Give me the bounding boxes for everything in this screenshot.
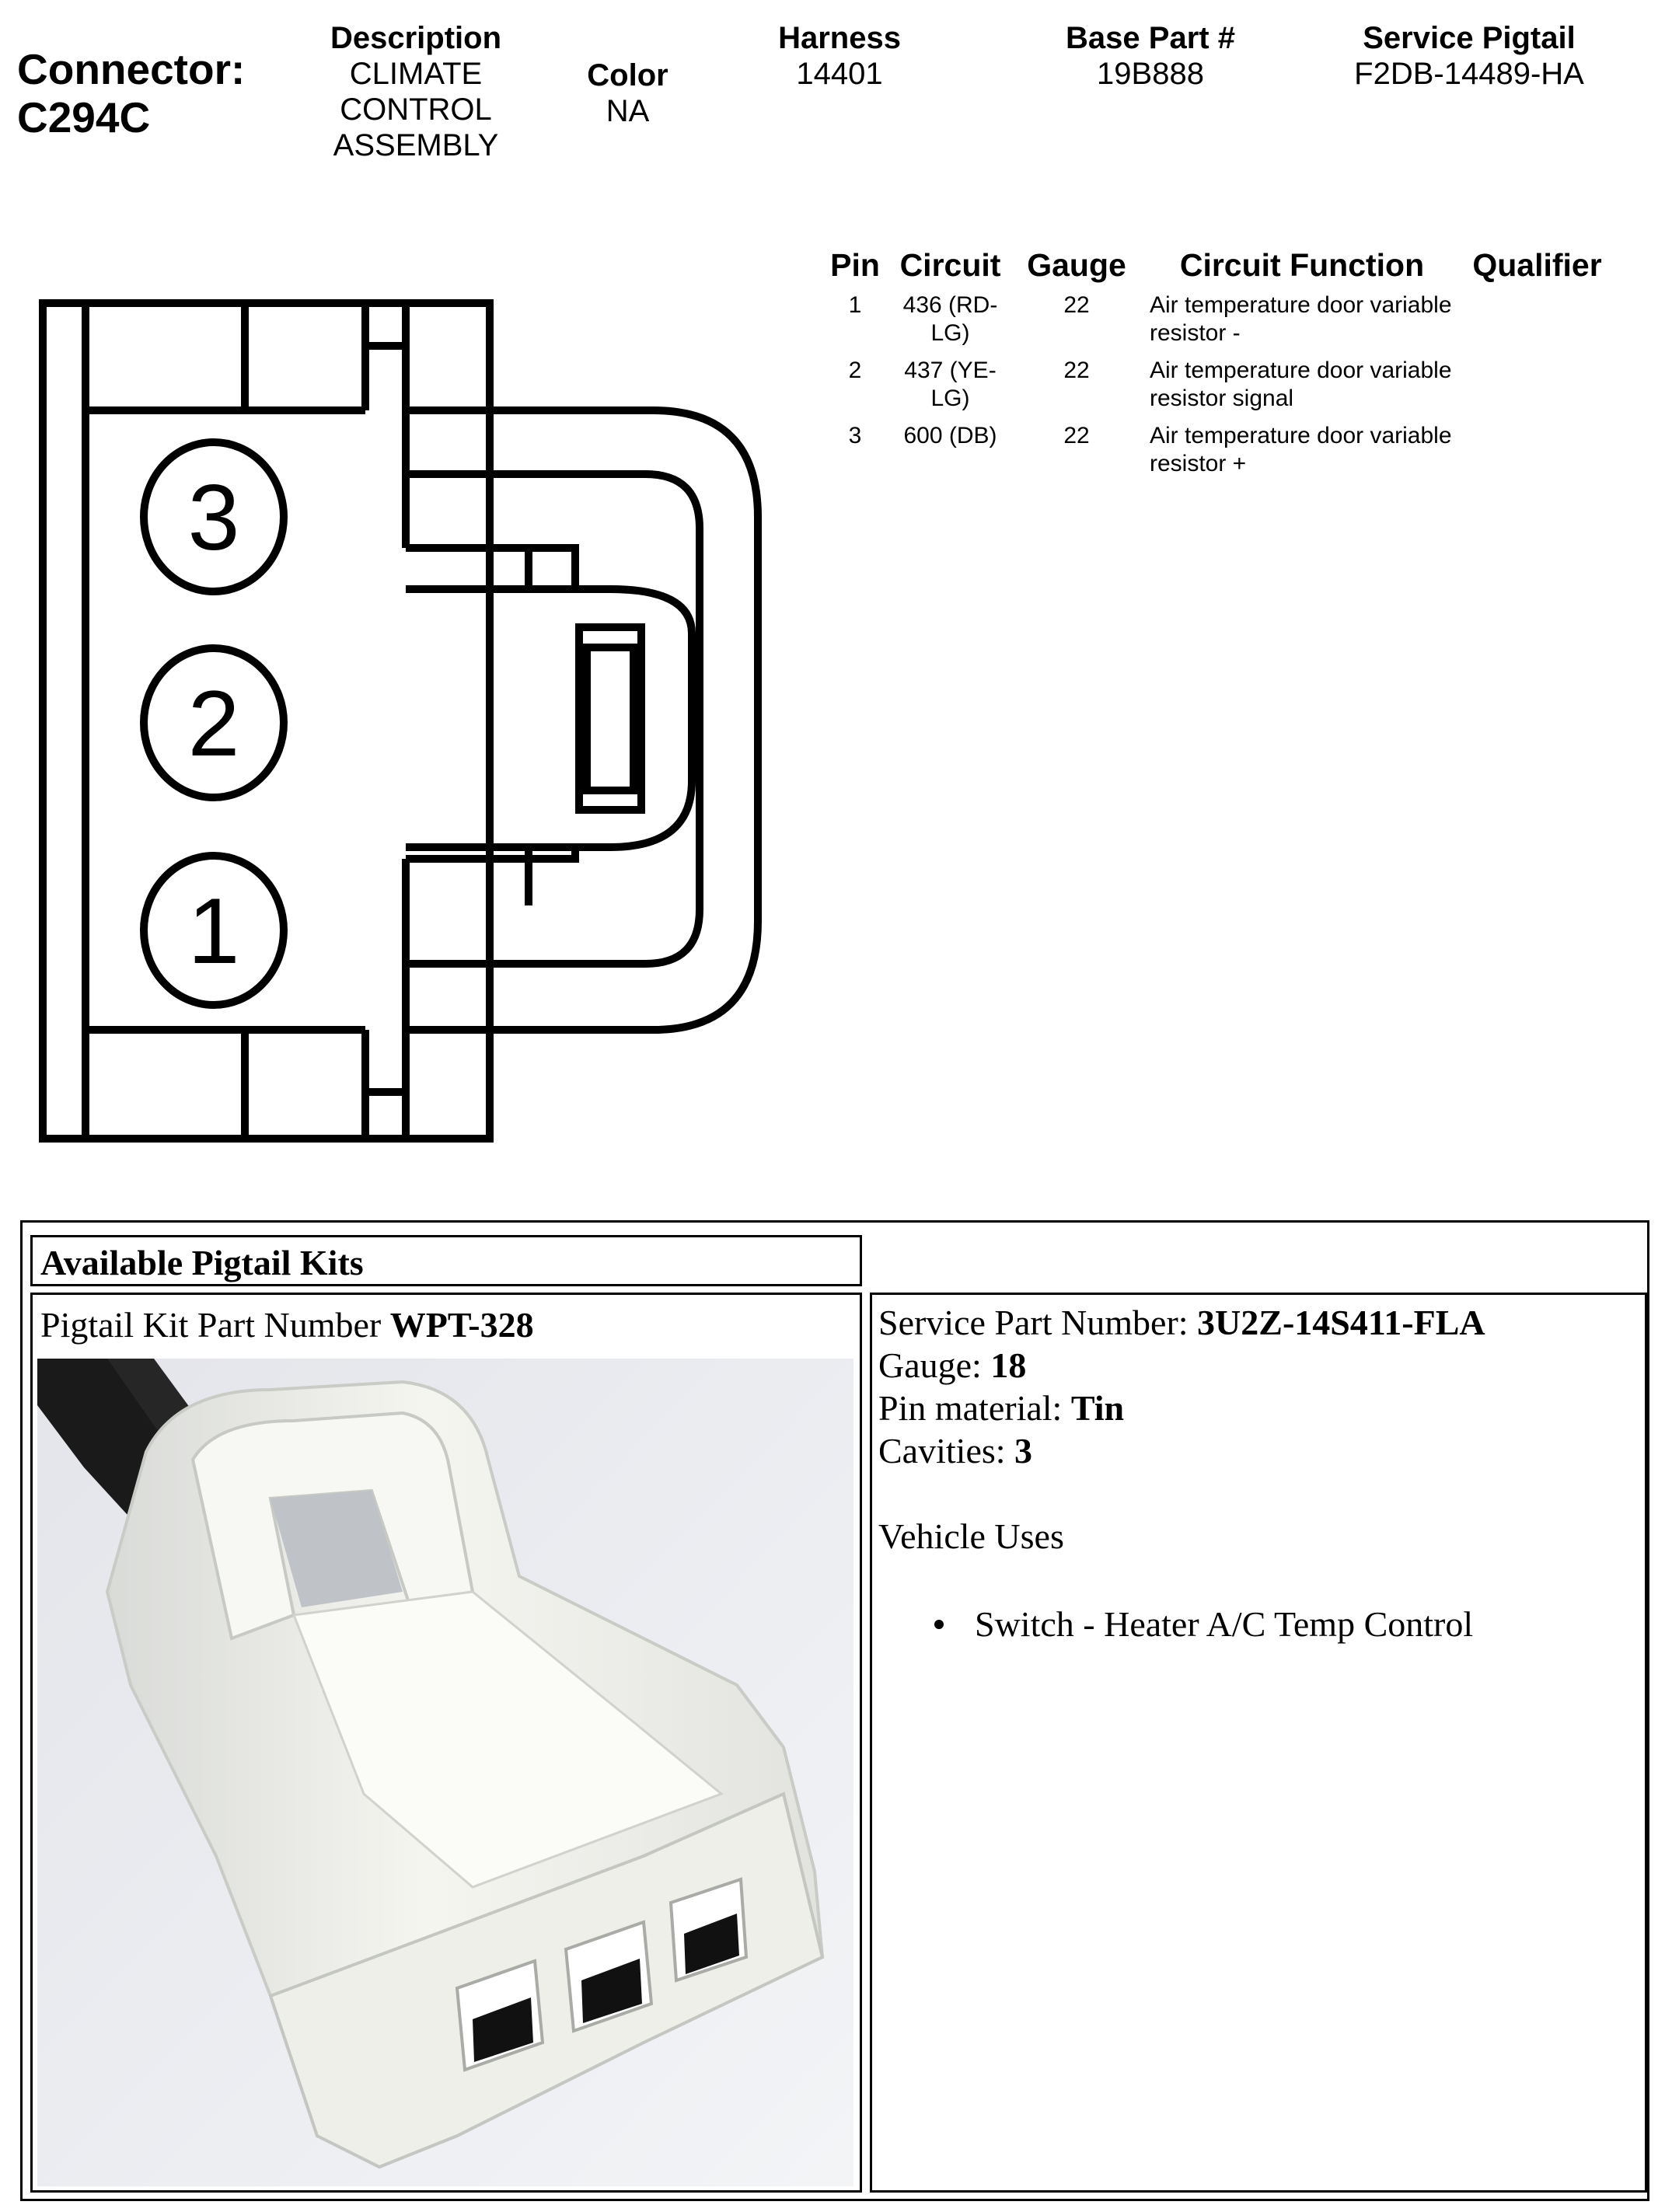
housing-ridge (291, 1590, 724, 1889)
qualifier-cell (1465, 357, 1609, 422)
terminal-slot (473, 1997, 533, 2062)
function-cell: Air temperature door variable resistor + (1139, 422, 1465, 487)
connector-label: Connector: (17, 45, 246, 93)
base-part-column: Base Part # 19B888 (1034, 20, 1267, 92)
qualifier-cell (1465, 422, 1609, 487)
gauge-cell: 22 (1063, 358, 1090, 383)
circuit-cell: 437 (YE- LG) (886, 357, 1014, 422)
gauge-cell: 22 (1063, 423, 1090, 448)
service-part-label: Service Part Number: (878, 1303, 1198, 1342)
function-line: Air temperature door variable (1150, 423, 1452, 448)
terminal-slot (684, 1914, 739, 1974)
color-label: Color (587, 58, 668, 92)
cavity-3 (140, 438, 288, 595)
part-number-label: Pigtail Kit Part Number (40, 1305, 390, 1345)
pin-number: 2 (848, 358, 862, 383)
description-value: CLIMATE CONTROL ASSEMBLY (333, 57, 499, 162)
circuit-line: 436 (RD- (902, 292, 998, 318)
cavities-label: Cavities: (878, 1431, 1015, 1471)
pin-header: Pin (830, 247, 880, 283)
qualifier-cell (1465, 291, 1609, 357)
gauge-line: Gauge: 18 (878, 1344, 1639, 1387)
function-cell: Air temperature door variable resistor si… (1139, 357, 1465, 422)
connector-latch-inner (406, 470, 703, 968)
color-value: NA (606, 94, 650, 128)
service-part-value: 3U2Z-14S411-FLA (1197, 1303, 1485, 1342)
connector-lock-window-inner (583, 644, 637, 794)
pigtail-photo (37, 1359, 853, 2186)
latch-opening (271, 1491, 403, 1607)
gauge-header: Gauge (1027, 247, 1126, 283)
circuit-header: Circuit (899, 247, 1001, 283)
function-line: resistor - (1150, 320, 1241, 346)
pigtail-kit-details: Service Part Number: 3U2Z-14S411-FLA Gau… (870, 1293, 1647, 2193)
service-pigtail-label: Service Pigtail (1363, 21, 1576, 55)
function-line: resistor signal (1150, 386, 1294, 411)
pin-table-header-row: Pin Circuit Gauge Circuit Function Quali… (824, 247, 1609, 291)
service-pigtail-value: F2DB-14489-HA (1354, 57, 1584, 91)
cavity-1 (140, 852, 288, 1009)
bullet-icon (934, 1620, 944, 1629)
table-row: 1 436 (RD-LG) 22 Air temperature door va… (824, 291, 1609, 357)
housing-front-face (268, 1792, 825, 2169)
gauge-value: 18 (990, 1345, 1027, 1385)
connector-face-diagram: 3 2 1 (39, 299, 762, 1143)
circuit-line: LG) (930, 320, 970, 346)
circuit-cell: 600 (DB) (886, 422, 1014, 487)
pin-number: 1 (848, 292, 862, 318)
part-number-value: WPT-328 (389, 1305, 534, 1345)
terminal-slot (581, 1959, 642, 2023)
vehicle-use-text: Switch - Heater A/C Temp Control (975, 1604, 1474, 1644)
table-row: 2 437 (YE- LG) 22 Air temperature door va… (824, 357, 1609, 422)
circuit-cell: 436 (RD-LG) (886, 291, 1014, 357)
pin-label-3: 3 (188, 466, 240, 570)
connector-latch-outer (406, 406, 762, 1034)
service-part-number-line: Service Part Number: 3U2Z-14S411-FLA (878, 1301, 1639, 1344)
gauge-cell: 22 (1063, 292, 1090, 318)
circuit-line: 600 (DB) (903, 423, 997, 448)
function-line: Air temperature door variable (1150, 358, 1452, 383)
pigtail-kit-left-cell: Pigtail Kit Part Number WPT-328 (30, 1293, 862, 2193)
pigtail-kits-panel: Available Pigtail Kits Pigtail Kit Part … (20, 1220, 1649, 2201)
harness-value: 14401 (796, 57, 883, 91)
cavities-value: 3 (1014, 1431, 1033, 1471)
description-column: Description CLIMATE CONTROL ASSEMBLY (303, 20, 529, 163)
pin-table: Pin Circuit Gauge Circuit Function Quali… (824, 247, 1609, 487)
base-part-label: Base Part # (1066, 21, 1235, 55)
list-item: Switch - Heater A/C Temp Control (934, 1603, 1639, 1645)
pin-material-value: Tin (1070, 1388, 1125, 1428)
pin-label-1: 1 (188, 879, 240, 983)
color-column: Color NA (560, 58, 696, 129)
cavities-line: Cavities: 3 (878, 1429, 1639, 1472)
base-part-value: 19B888 (1097, 57, 1204, 91)
harness-column: Harness 14401 (738, 20, 941, 92)
vehicle-uses-list: Switch - Heater A/C Temp Control (878, 1603, 1639, 1645)
connector-outer-body (39, 299, 494, 1143)
pin-material-label: Pin material: (878, 1388, 1071, 1428)
circuit-line: LG) (930, 386, 970, 411)
service-pigtail-column: Service Pigtail F2DB-14489-HA (1314, 20, 1625, 92)
gauge-label: Gauge: (878, 1345, 991, 1385)
circuit-line: 437 (YE- (904, 358, 997, 383)
qualifier-header: Qualifier (1472, 247, 1602, 283)
connector-id: C294C (17, 93, 151, 141)
vehicle-uses-label: Vehicle Uses (878, 1516, 1064, 1556)
description-label: Description (330, 21, 502, 55)
function-line: resistor + (1150, 451, 1247, 476)
function-line: Air temperature door variable (1150, 292, 1452, 318)
harness-label: Harness (778, 21, 901, 55)
cavity-2 (140, 644, 288, 801)
connector-latch-tab (406, 544, 696, 863)
pigtail-kit-part-number: Pigtail Kit Part Number WPT-328 (40, 1304, 534, 1345)
pin-material-line: Pin material: Tin (878, 1387, 1639, 1429)
pin-number: 3 (848, 423, 862, 448)
connector-title: Connector: C294C (17, 45, 245, 141)
table-row: 3 600 (DB) 22 Air temperature door varia… (824, 422, 1609, 487)
circuit-function-header: Circuit Function (1179, 247, 1425, 283)
pigtail-kits-header: Available Pigtail Kits (30, 1235, 862, 1286)
connector-lock-window (575, 623, 645, 814)
pin-label-2: 2 (188, 672, 240, 776)
